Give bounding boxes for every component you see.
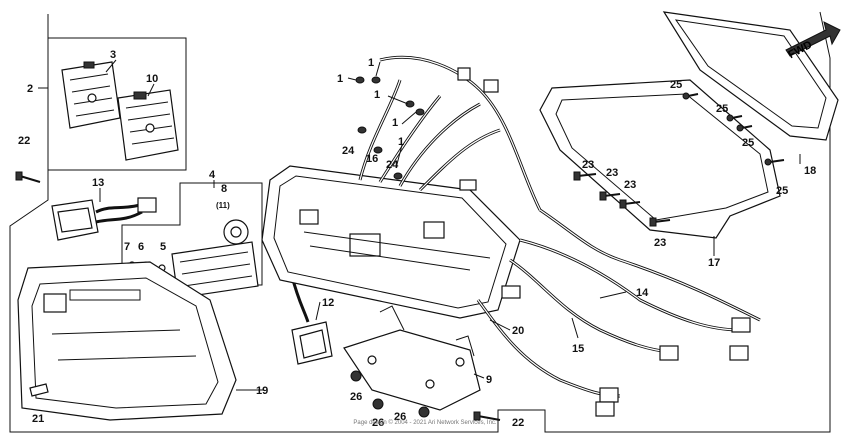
visor-17 <box>539 79 781 239</box>
callout-24: 24 <box>342 145 355 157</box>
callout-25: 25 <box>742 137 754 149</box>
meter-housing <box>261 165 521 319</box>
bulb-harness <box>355 55 542 211</box>
callout-3: 3 <box>110 49 116 61</box>
callout-20: 20 <box>512 325 524 337</box>
callout-24: 24 <box>386 159 399 171</box>
frame-outline <box>9 11 831 433</box>
callout-12: 12 <box>322 297 334 309</box>
callout-19: 19 <box>256 385 268 397</box>
fwd-arrow-icon <box>785 21 841 57</box>
callout-23: 23 <box>582 159 594 171</box>
callout-23: 23 <box>654 237 666 249</box>
circuit-board-10 <box>117 89 179 161</box>
callout-22: 22 <box>512 417 524 429</box>
meter-lens-19 <box>17 261 237 421</box>
callout-10: 10 <box>146 73 158 85</box>
callout-11: (11) <box>216 201 230 210</box>
callout-1: 1 <box>368 57 374 69</box>
callout-26: 26 <box>372 417 384 429</box>
callout-labels: 1 1 1 1 1 2 3 4 5 6 7 8 9 10 (11) 12 13 … <box>18 49 816 429</box>
cover-18 <box>662 11 839 141</box>
wire-harness <box>476 208 761 417</box>
callout-1: 1 <box>337 73 343 85</box>
callout-25: 25 <box>776 185 788 197</box>
callout-4: 4 <box>209 169 216 181</box>
callout-21: 21 <box>32 413 44 425</box>
leader-lines <box>99 59 801 391</box>
callout-1: 1 <box>392 117 398 129</box>
frame-box-2 <box>48 37 187 171</box>
callout-13: 13 <box>92 177 104 189</box>
bracket-9 <box>343 305 481 411</box>
callout-23: 23 <box>606 167 618 179</box>
callout-26: 26 <box>394 411 406 423</box>
callout-5: 5 <box>160 241 166 253</box>
callout-18: 18 <box>804 165 816 177</box>
screws <box>15 92 785 421</box>
callout-26: 26 <box>350 391 362 403</box>
callout-22: 22 <box>18 135 30 147</box>
callout-25: 25 <box>670 79 682 91</box>
callout-9: 9 <box>486 374 492 386</box>
callout-6: 6 <box>138 241 144 253</box>
indicator-unit-13 <box>51 197 157 241</box>
tag-21 <box>29 383 49 397</box>
callout-1: 1 <box>374 89 380 101</box>
circuit-board-3 <box>61 61 121 129</box>
callout-7: 7 <box>124 241 130 253</box>
callout-15: 15 <box>572 343 584 355</box>
footer-credit: Page design © 2004 - 2021 Ari Network Se… <box>353 419 496 426</box>
callout-25: 25 <box>716 103 728 115</box>
callout-23: 23 <box>624 179 636 191</box>
callout-16: 16 <box>366 153 378 165</box>
callout-8: 8 <box>221 183 227 195</box>
callout-17: 17 <box>708 257 720 269</box>
callout-1: 1 <box>398 136 404 148</box>
nuts <box>350 370 430 418</box>
callout-14: 14 <box>636 287 649 299</box>
callout-2: 2 <box>27 83 33 95</box>
